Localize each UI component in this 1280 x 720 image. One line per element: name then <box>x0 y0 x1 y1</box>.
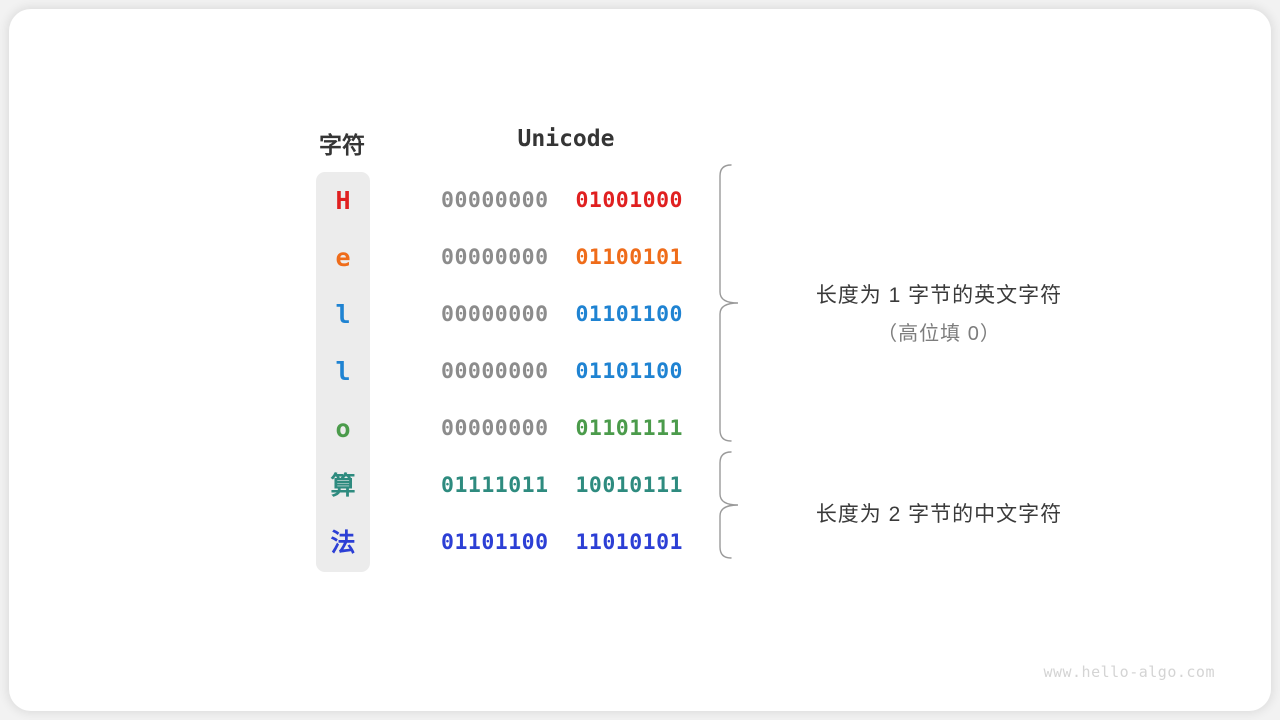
row-low-byte: 01101100 <box>575 302 684 327</box>
table-row: 法 01101100 11010101 <box>9 514 1280 571</box>
row-unicode-bits: 01101100 11010101 <box>441 514 683 571</box>
table-row: H 00000000 01001000 <box>9 172 1280 229</box>
annotation-one-byte: 长度为 1 字节的英文字符 （高位填 0） <box>769 279 1109 346</box>
figure-card: 字符 Unicode H 00000000 01001000 e 00000000 0… <box>9 9 1271 711</box>
table-row: 算 01111011 10010111 <box>9 457 1280 514</box>
annotation-two-byte: 长度为 2 字节的中文字符 <box>769 498 1109 528</box>
row-high-byte: 00000000 <box>441 302 549 327</box>
row-character: e <box>335 243 351 272</box>
row-high-byte: 00000000 <box>441 359 549 384</box>
row-character: H <box>335 186 351 215</box>
row-high-byte: 00000000 <box>441 245 549 270</box>
table-row: e 00000000 01100101 <box>9 229 1280 286</box>
watermark: www.hello-algo.com <box>1043 663 1215 681</box>
column-header-character: 字符 <box>319 133 365 159</box>
row-character: l <box>335 300 351 329</box>
row-low-byte: 01101111 <box>575 416 684 441</box>
unicode-table-rows: H 00000000 01001000 e 00000000 01100101 l 000… <box>9 172 1280 571</box>
row-unicode-bits: 01111011 10010111 <box>441 457 683 514</box>
table-row: l 00000000 01101100 <box>9 286 1280 343</box>
row-character: o <box>335 414 351 443</box>
row-character: l <box>335 357 351 386</box>
annotation-two-byte-line1: 长度为 2 字节的中文字符 <box>815 503 1063 526</box>
row-character: 算 <box>330 471 356 500</box>
character-column-background <box>316 172 370 572</box>
row-low-byte: 11010101 <box>575 530 684 555</box>
row-low-byte: 10010111 <box>575 473 684 498</box>
row-high-byte: 01111011 <box>441 473 549 498</box>
row-high-byte: 00000000 <box>441 188 549 213</box>
column-header-unicode: Unicode <box>517 126 615 152</box>
row-unicode-bits: 00000000 01100101 <box>441 229 683 286</box>
row-unicode-bits: 00000000 01101100 <box>441 343 683 400</box>
row-unicode-bits: 00000000 01101111 <box>441 400 683 457</box>
table-row: o 00000000 01101111 <box>9 400 1280 457</box>
table-row: l 00000000 01101100 <box>9 343 1280 400</box>
row-low-byte: 01101100 <box>575 359 684 384</box>
row-unicode-bits: 00000000 01001000 <box>441 172 683 229</box>
row-high-byte: 00000000 <box>441 416 549 441</box>
row-low-byte: 01100101 <box>575 245 684 270</box>
row-character: 法 <box>330 528 356 557</box>
annotation-one-byte-line1: 长度为 1 字节的英文字符 <box>815 284 1063 307</box>
row-unicode-bits: 00000000 01101100 <box>441 286 683 343</box>
annotation-one-byte-line2: （高位填 0） <box>877 323 1001 345</box>
row-low-byte: 01001000 <box>575 188 684 213</box>
row-high-byte: 01101100 <box>441 530 549 555</box>
